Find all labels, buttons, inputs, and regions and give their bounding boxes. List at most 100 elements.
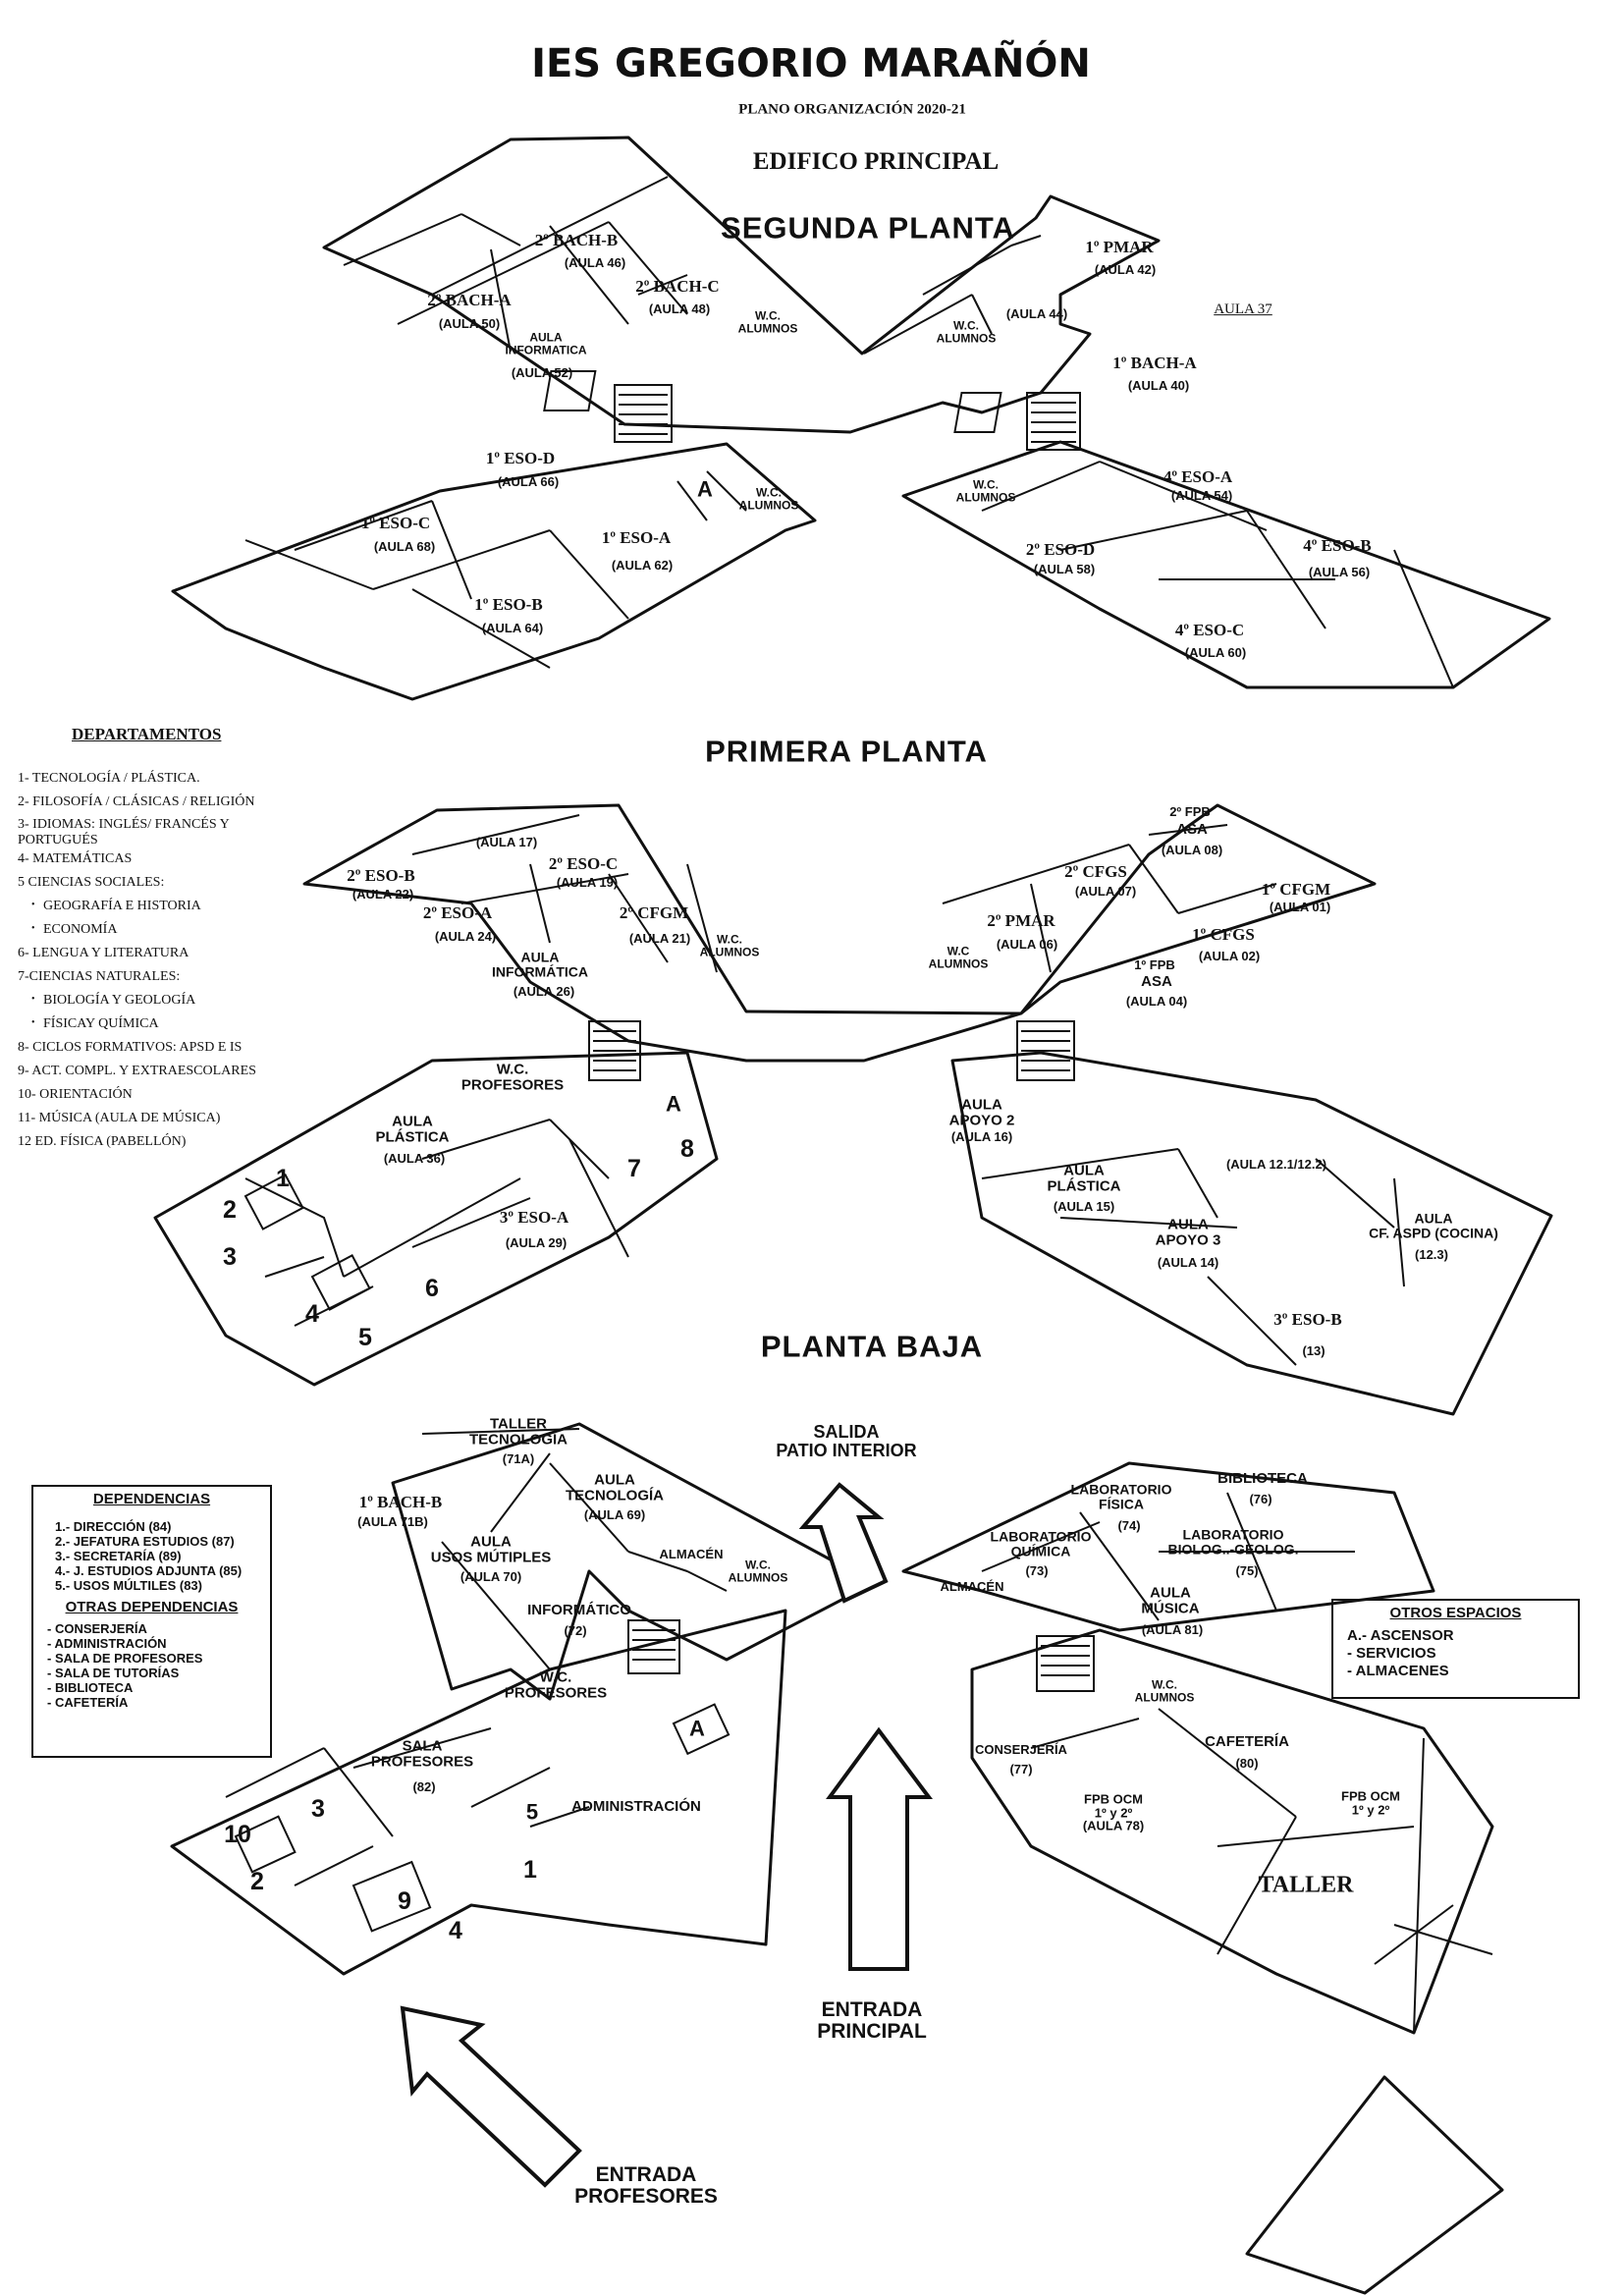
room-label: 2º BACH-C	[635, 277, 720, 297]
list-item: 11- MÚSICA (AULA DE MÚSICA)	[18, 1111, 221, 1125]
room-number: (AULA 19)	[556, 875, 619, 891]
wc-label: W.C. PROFESORES	[460, 1061, 565, 1093]
room-label: 1º ESO-B	[474, 595, 543, 615]
room-number: (AULA 70)	[460, 1569, 522, 1585]
page-subtitle: PLANO ORGANIZACIÓN 2020-21	[738, 101, 966, 118]
wc-label: W.C ALUMNOS	[928, 944, 989, 970]
departamentos-heading: DEPARTAMENTOS	[72, 725, 222, 743]
room-number: (AULA 17)	[475, 835, 538, 850]
dept-number: 3	[311, 1794, 325, 1823]
room-number: (AULA 69)	[583, 1507, 646, 1523]
arrow-entrada-principal	[826, 1726, 933, 1971]
dept-number: 4	[305, 1299, 319, 1328]
dept-number: 2	[250, 1867, 264, 1895]
floor-title-primera: PRIMERA PLANTA	[705, 734, 988, 769]
list-item: 3.- SECRETARÍA (89)	[55, 1549, 182, 1563]
list-item: - SERVICIOS	[1347, 1645, 1436, 1662]
entrance-label: ENTRADA PRINCIPAL	[817, 1997, 927, 2043]
planta-baja-outline	[170, 1422, 1504, 2295]
room-label: AULA CF. ASPD (COCINA)	[1369, 1210, 1498, 1240]
room-number: (74)	[1117, 1518, 1141, 1534]
room-number: (AULA 42)	[1094, 262, 1157, 278]
room-number: (AULA 60)	[1184, 645, 1247, 661]
room-number: (80)	[1235, 1756, 1259, 1772]
room-number: (AULA 56)	[1308, 565, 1371, 580]
room-label: 1º ESO-C	[360, 514, 431, 533]
list-item: - SALA DE TUTORÍAS	[47, 1666, 180, 1680]
dept-number: 4	[449, 1916, 462, 1944]
arrow-salida-patio	[798, 1482, 889, 1604]
room-label: SALA PROFESORES	[370, 1737, 474, 1770]
dept-number: 5	[525, 1799, 539, 1825]
room-label: AULA PLÁSTICA	[1047, 1162, 1121, 1194]
list-item: 1- TECNOLOGÍA / PLÁSTICA.	[18, 771, 200, 786]
list-item: 2.- JEFATURA ESTUDIOS (87)	[55, 1534, 235, 1549]
list-item: - BIBLIOTECA	[47, 1680, 134, 1695]
room-label: LABORATORIO FÍSICA	[1070, 1481, 1172, 1511]
room-label: 2º FPB	[1169, 804, 1211, 820]
room-number: (AULA 08)	[1161, 843, 1223, 858]
room-number: (77)	[1009, 1762, 1033, 1777]
list-item: - ADMINISTRACIÓN	[47, 1636, 167, 1651]
elevator-label: A	[697, 476, 713, 502]
room-label: AULA PLÁSTICA	[375, 1113, 450, 1145]
room-label: AULA INFORMATICA	[505, 330, 587, 356]
room-label: 2º ESO-B	[347, 866, 415, 886]
room-number: (73)	[1025, 1563, 1049, 1579]
room-number: (AULA 14)	[1157, 1255, 1219, 1271]
room-number: (AULA 07)	[1074, 884, 1137, 900]
elevator-label: A	[666, 1091, 681, 1117]
building-title: EDIFICO PRINCIPAL	[752, 148, 1000, 175]
room-label: 1º CFGM	[1261, 880, 1331, 900]
dept-number: 1	[523, 1855, 537, 1884]
room-label: AULA MÚSICA	[1141, 1584, 1200, 1616]
room-label: LABORATORIO QUÍMICA	[990, 1528, 1092, 1558]
room-label: AULA USOS MÚTIPLES	[430, 1533, 552, 1565]
room-label: 2º ESO-D	[1025, 540, 1096, 560]
room-number: (AULA 66)	[497, 474, 560, 490]
list-item: 4- MATEMÁTICAS	[18, 851, 133, 866]
room-label: 1º PMAR	[1085, 238, 1154, 257]
room-label: LABORATORIO BIOLOG..-GEOLOG.	[1167, 1526, 1299, 1557]
list-item: GEOGRAFÍA E HISTORIA	[18, 897, 263, 921]
room-label: TALLER TECNOLOGÍA	[469, 1415, 568, 1448]
dept-number: 9	[398, 1886, 411, 1915]
room-number: (AULA 02)	[1198, 949, 1261, 964]
dependencias-legend: DEPENDENCIAS 1.- DIRECCIÓN (84) 2.- JEFA…	[31, 1485, 272, 1758]
wc-label: W.C. ALUMNOS	[738, 485, 799, 512]
page-title: IES GREGORIO MARAÑÓN	[531, 41, 1091, 86]
exit-label: SALIDA PATIO INTERIOR	[776, 1422, 917, 1460]
room-label: 1º BACH-B	[358, 1493, 443, 1512]
room-label: 3º ESO-A	[499, 1208, 569, 1228]
room-label: ALMACÉN	[940, 1579, 1004, 1595]
room-label: ADMINISTRACIÓN	[571, 1798, 701, 1816]
list-item: 3- IDIOMAS: INGLÉS/ FRANCÉS Y PORTUGUÉS	[18, 817, 230, 847]
list-item: - CONSERJERÍA	[47, 1621, 147, 1636]
room-number: (AULA 44)	[1005, 306, 1068, 322]
room-label: AULA INFORMÁTICA	[492, 949, 588, 979]
room-label: 4º ESO-B	[1303, 536, 1372, 556]
room-label: FPB OCM 1º y 2º (AULA 78)	[1082, 1791, 1145, 1833]
dept-number: 6	[425, 1274, 439, 1302]
room-label: TALLER	[1258, 1872, 1354, 1898]
list-item: A.- ASCENSOR	[1347, 1627, 1454, 1644]
list-item: 5 CIENCIAS SOCIALES:	[18, 875, 165, 890]
room-number: (AULA 26)	[513, 984, 575, 1000]
room-number: (12.3)	[1415, 1247, 1448, 1263]
dept-number: 8	[680, 1134, 694, 1163]
room-number: (AULA 64)	[481, 621, 544, 636]
wc-label: W.C. ALUMNOS	[728, 1558, 788, 1584]
room-number: (AULA 24)	[434, 929, 497, 945]
room-label: 1º ESO-A	[601, 528, 672, 548]
room-number: (76)	[1249, 1492, 1272, 1507]
room-number: (AULA 58)	[1033, 562, 1096, 577]
list-item: 7-CIENCIAS NATURALES:	[18, 969, 181, 984]
room-label: CONSERJERÍA	[975, 1742, 1067, 1758]
room-number: (AULA 40)	[1127, 378, 1190, 394]
room-number: (AULA 29)	[505, 1235, 568, 1251]
room-label: ASA	[1176, 821, 1208, 839]
list-item: 6- LENGUA Y LITERATURA	[18, 946, 189, 960]
room-number: (AULA 71B)	[357, 1514, 428, 1530]
room-number: (AULA 16)	[950, 1129, 1013, 1145]
room-number: (AULA 01)	[1269, 900, 1331, 915]
